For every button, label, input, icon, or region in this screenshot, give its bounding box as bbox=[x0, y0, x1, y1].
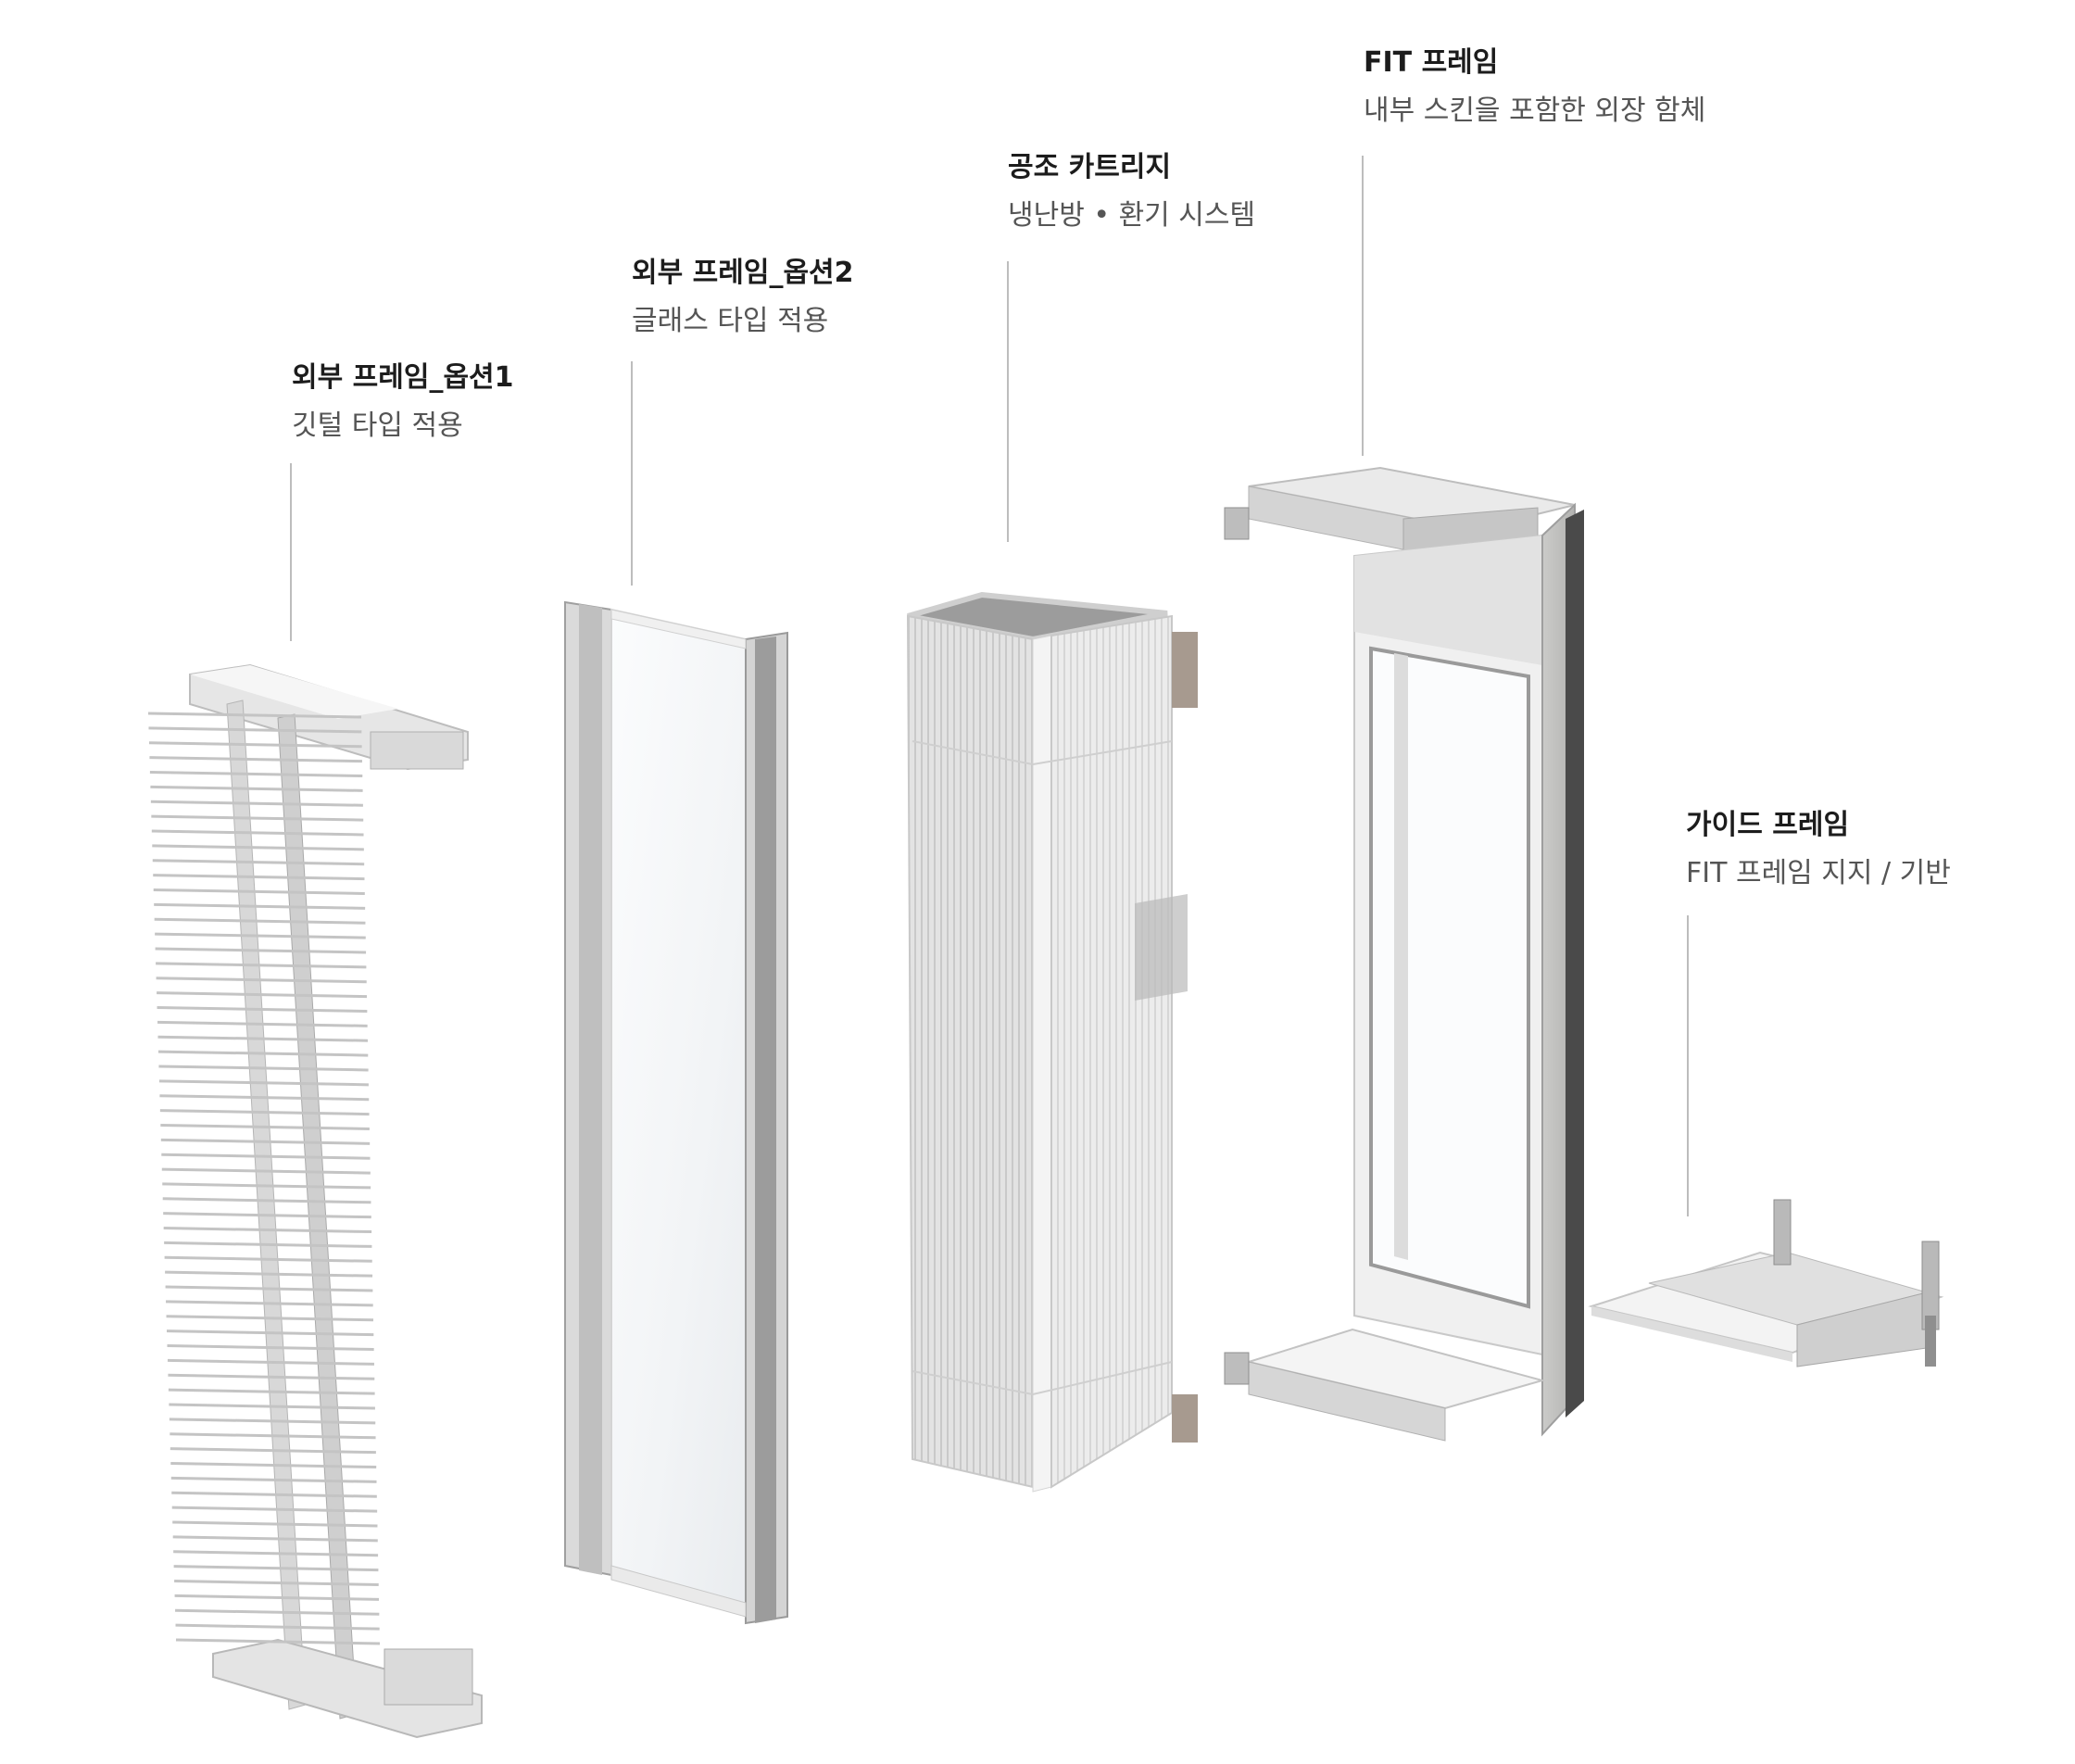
feather-fin bbox=[158, 1079, 369, 1087]
hvac-cartridge-illustration bbox=[906, 591, 1198, 1493]
component-subtitle: 글래스 타입 적용 bbox=[632, 305, 829, 337]
feather-fin bbox=[153, 874, 365, 881]
feather-fin bbox=[174, 1580, 379, 1587]
feather-fin bbox=[157, 1050, 369, 1057]
component-title: 외부 프레임_옵션1 bbox=[292, 361, 514, 394]
feather-fin bbox=[166, 1329, 374, 1337]
feather-fin bbox=[148, 726, 362, 734]
feather-fin bbox=[168, 1388, 375, 1395]
feather-fin bbox=[172, 1535, 378, 1543]
feather-fin bbox=[175, 1638, 381, 1645]
component-title: 외부 프레임_옵션2 bbox=[632, 257, 854, 289]
feather-fin bbox=[167, 1358, 374, 1366]
feather-fin bbox=[161, 1167, 371, 1175]
feather-fin bbox=[148, 741, 362, 749]
leader-line-cartridge bbox=[1007, 261, 1009, 542]
feather-fin bbox=[150, 800, 363, 807]
feather-fin bbox=[160, 1138, 371, 1145]
feather-fin bbox=[165, 1285, 373, 1292]
feather-fin bbox=[165, 1270, 373, 1278]
feather-fin bbox=[155, 932, 366, 939]
feather-fin bbox=[154, 902, 366, 910]
feather-fin bbox=[160, 1123, 370, 1130]
feather-fin bbox=[156, 976, 367, 984]
feather-fin bbox=[157, 1020, 368, 1027]
component-title: FIT 프레임 bbox=[1364, 46, 1499, 79]
outer-frame-option2-illustration bbox=[564, 600, 788, 1625]
feather-fin bbox=[151, 829, 364, 837]
feather-fin bbox=[149, 770, 363, 777]
feather-fin bbox=[170, 1476, 377, 1483]
leader-line-option1 bbox=[290, 463, 292, 641]
feather-fin bbox=[166, 1315, 374, 1322]
feather-fin bbox=[172, 1520, 378, 1528]
feather-fin bbox=[167, 1344, 374, 1352]
feather-fin bbox=[152, 859, 365, 866]
feather-fin bbox=[173, 1565, 379, 1572]
leader-line-guide-frame bbox=[1687, 915, 1689, 1216]
feather-fin bbox=[159, 1094, 370, 1102]
feather-fin bbox=[157, 1005, 368, 1013]
feather-fin bbox=[155, 947, 367, 954]
feather-fin bbox=[171, 1506, 378, 1513]
leader-line-option2 bbox=[631, 361, 633, 586]
feather-fin bbox=[164, 1241, 372, 1248]
feather-fin bbox=[156, 962, 367, 969]
feather-fin bbox=[149, 756, 362, 763]
leader-line-fit-frame bbox=[1362, 156, 1364, 456]
component-title: 공조 카트리지 bbox=[1008, 151, 1172, 183]
outer-frame-option1-illustration bbox=[147, 663, 483, 1739]
feather-fin bbox=[163, 1227, 372, 1234]
feather-fin bbox=[170, 1447, 376, 1455]
feather-fin bbox=[158, 1065, 369, 1072]
feather-fin bbox=[157, 991, 368, 999]
feather-fin bbox=[175, 1623, 380, 1631]
feather-fin bbox=[154, 917, 366, 925]
component-subtitle: FIT 프레임 지지 / 기반 bbox=[1686, 857, 1951, 889]
feather-fin bbox=[162, 1182, 371, 1190]
component-subtitle: 냉난방 • 환기 시스템 bbox=[1008, 199, 1256, 232]
label-outer-frame-option1: 외부 프레임_옵션1 깃털 타입 적용 bbox=[292, 359, 514, 445]
feather-fin bbox=[170, 1432, 376, 1440]
feather-fin bbox=[152, 844, 364, 851]
feather-fin bbox=[159, 1109, 370, 1116]
label-outer-frame-option2: 외부 프레임_옵션2 글래스 타입 적용 bbox=[632, 255, 854, 340]
feather-fin bbox=[151, 814, 364, 822]
feather-fin bbox=[175, 1608, 380, 1616]
feather-fin bbox=[169, 1418, 376, 1425]
label-guide-frame: 가이드 프레임 FIT 프레임 지지 / 기반 bbox=[1686, 807, 1951, 892]
feather-fin bbox=[166, 1300, 373, 1307]
feather-fins bbox=[147, 712, 381, 1645]
feather-fin bbox=[147, 712, 362, 719]
label-hvac-cartridge: 공조 카트리지 냉난방 • 환기 시스템 bbox=[1008, 149, 1255, 234]
feather-fin bbox=[174, 1594, 380, 1601]
feather-fin bbox=[168, 1373, 375, 1380]
feather-fin bbox=[163, 1212, 371, 1219]
feather-fin bbox=[171, 1491, 377, 1498]
feather-fin bbox=[150, 785, 363, 792]
feather-fin bbox=[169, 1403, 375, 1410]
feather-fin bbox=[161, 1153, 371, 1160]
fit-frame-illustration bbox=[1224, 466, 1584, 1442]
guide-frame-illustration bbox=[1588, 1199, 1944, 1367]
feather-fin bbox=[164, 1255, 372, 1263]
label-fit-frame: FIT 프레임 내부 스킨을 포함한 외장 함체 bbox=[1364, 44, 1705, 130]
feather-fin bbox=[170, 1462, 377, 1469]
component-subtitle: 내부 스킨을 포함한 외장 함체 bbox=[1364, 94, 1706, 127]
component-title: 가이드 프레임 bbox=[1686, 809, 1850, 841]
feather-fin bbox=[157, 1035, 369, 1042]
feather-fin bbox=[153, 888, 365, 895]
feather-fin bbox=[162, 1197, 371, 1204]
feather-fin bbox=[173, 1550, 379, 1557]
component-subtitle: 깃털 타입 적용 bbox=[292, 410, 463, 442]
